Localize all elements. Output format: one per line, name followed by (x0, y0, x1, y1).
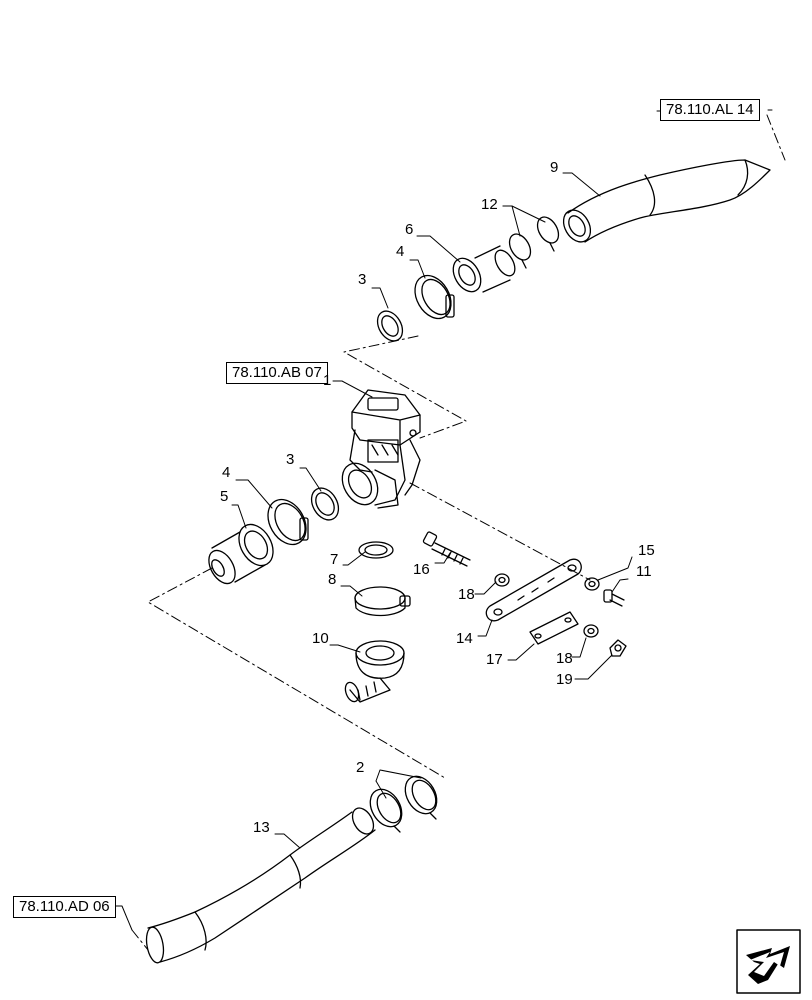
hose-9 (562, 159, 771, 243)
seal-3-lower (310, 487, 340, 521)
callout-13: 13 (253, 819, 270, 836)
callout-16: 16 (413, 561, 430, 578)
hose-13 (145, 807, 376, 964)
callout-19: 19 (556, 671, 573, 688)
callout-3-lower: 3 (286, 451, 295, 468)
valve-1 (341, 389, 421, 509)
bolt-16 (422, 531, 471, 567)
bracket-14 (485, 558, 582, 622)
callout-17: 17 (486, 651, 503, 668)
callout-12: 12 (481, 196, 498, 213)
fitting-5 (208, 523, 274, 585)
navigation-arrow-icon[interactable] (736, 929, 801, 994)
callout-14: 14 (456, 630, 473, 647)
callout-3-upper: 3 (358, 271, 367, 288)
ref-box-top[interactable]: 78.110.AL 14 (660, 99, 760, 121)
callout-4-lower: 4 (222, 464, 231, 481)
callout-5: 5 (220, 488, 229, 505)
elbow-10 (344, 640, 405, 703)
callout-6: 6 (405, 221, 414, 238)
callout-18-right: 18 (556, 650, 573, 667)
clamp-8 (354, 586, 411, 617)
clamps-12 (508, 216, 560, 269)
callout-9: 9 (550, 159, 559, 176)
callout-1: 1 (323, 372, 332, 389)
callout-15: 15 (638, 542, 655, 559)
hardware-small (494, 573, 627, 657)
leader-lines (109, 109, 773, 931)
callout-2: 2 (356, 759, 365, 776)
callout-10: 10 (312, 630, 329, 647)
seal-3-upper (376, 310, 404, 342)
seal-7 (358, 541, 394, 559)
callout-4-upper: 4 (396, 243, 405, 260)
clamp-4-lower (267, 498, 309, 546)
callout-11: 11 (636, 563, 652, 580)
clamp-4-upper (414, 274, 455, 320)
ref-box-mid[interactable]: 78.110.AB 07 (226, 362, 328, 384)
assembly-centerlines (131, 114, 786, 951)
fitting-6 (452, 245, 516, 293)
ref-box-bottom[interactable]: 78.110.AD 06 (13, 896, 116, 918)
callout-18-left: 18 (458, 586, 475, 603)
plate-17 (529, 611, 579, 645)
clamps-2 (369, 775, 438, 833)
callout-8: 8 (328, 571, 337, 588)
callout-7: 7 (330, 551, 339, 568)
